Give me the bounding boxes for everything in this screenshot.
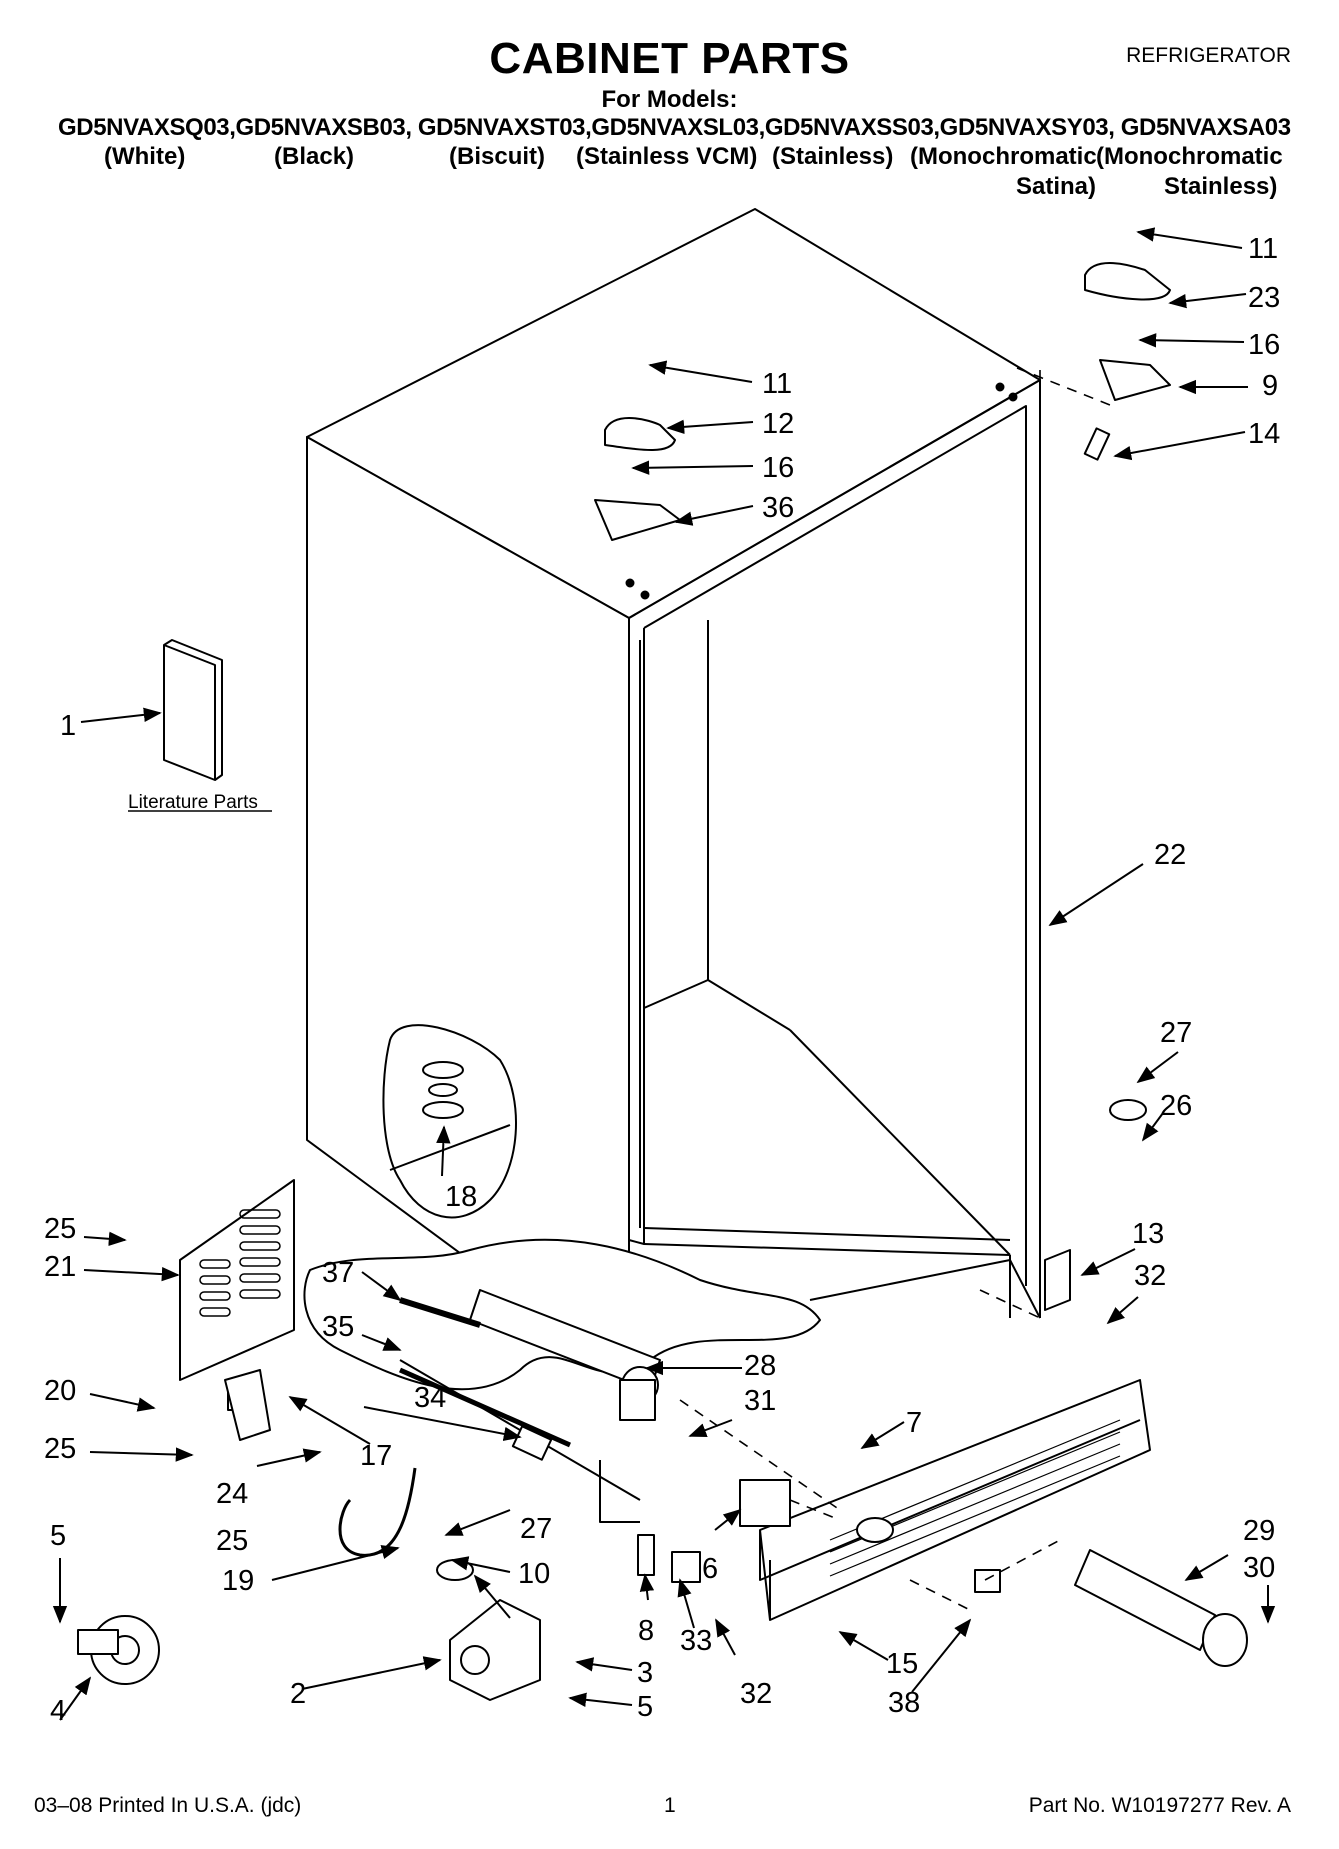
callout-26: 26 — [1160, 1090, 1192, 1122]
literature-booklet — [163, 639, 223, 781]
callout-13: 13 — [1132, 1218, 1164, 1250]
cap-38 — [974, 1569, 1001, 1593]
callout-11b: 11 — [762, 368, 792, 400]
variant-white: (White) — [104, 143, 186, 170]
rod-37 — [399, 1297, 481, 1328]
callout-25c: 25 — [216, 1525, 248, 1557]
callout-38: 38 — [888, 1687, 920, 1719]
variant-stainless-vcm: (Stainless VCM) — [576, 143, 758, 170]
variant-monochromatic-satina: (Monochromatic — [910, 143, 1097, 170]
callout-12: 12 — [762, 408, 794, 440]
bracket-33 — [671, 1551, 701, 1583]
block-34 — [511, 1425, 553, 1461]
bracket-13 — [1044, 1249, 1071, 1311]
callout-2: 2 — [290, 1678, 306, 1710]
callout-3: 3 — [637, 1657, 653, 1689]
callout-15: 15 — [886, 1648, 918, 1680]
page-number: 1 — [664, 1794, 676, 1817]
callout-35: 35 — [322, 1311, 354, 1343]
callout-14: 14 — [1248, 418, 1280, 450]
callout-10: 10 — [518, 1558, 550, 1590]
variant-satina-line2: Satina) — [1016, 173, 1097, 200]
filter-housing-assembly — [469, 1289, 661, 1421]
callout-24: 24 — [216, 1478, 248, 1510]
callout-25d: 25 — [2, 1, 4, 3]
roller-bracket — [449, 1599, 541, 1701]
callout-6: 6 — [702, 1553, 718, 1585]
page-title: CABINET PARTS — [489, 34, 850, 83]
callout-17: 17 — [360, 1440, 392, 1472]
callout-5a: 5 — [50, 1520, 66, 1552]
callout-27a: 27 — [1160, 1017, 1192, 1049]
part-number: Part No. W10197277 Rev. A — [1028, 1794, 1291, 1817]
callout-5b: 5 — [637, 1691, 653, 1723]
back-access-panel — [179, 1179, 295, 1381]
base-grille — [759, 1379, 1151, 1621]
bracket-24 — [224, 1369, 271, 1441]
callout-37: 37 — [322, 1257, 354, 1289]
callout-16a: 16 — [1248, 329, 1280, 361]
top-hinge-left — [594, 417, 681, 541]
variant-stainless: (Stainless) — [772, 143, 894, 170]
callout-9: 9 — [1262, 370, 1278, 402]
detail-bubble — [382, 1024, 517, 1219]
callout-32a: 32 — [1134, 1260, 1166, 1292]
callout-7: 7 — [906, 1407, 922, 1439]
callout-25b: 25 — [44, 1433, 76, 1465]
print-info: 03–08 Printed In U.S.A. (jdc) — [34, 1794, 302, 1817]
callout-33: 33 — [680, 1625, 712, 1657]
rod-35 — [398, 1367, 572, 1448]
callout-25a: 25 — [44, 1213, 76, 1245]
clip-14 — [1083, 427, 1111, 461]
callout-4: 4 — [50, 1695, 66, 1727]
callout-20: 20 — [44, 1375, 76, 1407]
callout-28: 28 — [744, 1350, 776, 1382]
literature-parts-label: Literature Parts — [128, 792, 258, 813]
callout-30: 30 — [1243, 1552, 1275, 1584]
top-hinge-right — [1084, 262, 1171, 401]
variant-monochromatic-stainless: (Monochromatic — [1096, 143, 1283, 170]
callout-1: 1 — [60, 710, 76, 742]
variant-black: (Black) — [274, 143, 355, 170]
callout-36: 36 — [762, 492, 794, 524]
callout-21: 21 — [44, 1251, 76, 1283]
roller-assembly — [77, 1615, 160, 1685]
callout-22: 22 — [1154, 839, 1186, 871]
models-list: GD5NVAXSQ03,GD5NVAXSB03, GD5NVAXST03,GD5… — [58, 114, 1291, 141]
water-tube — [338, 1467, 417, 1557]
clip-8 — [637, 1534, 655, 1576]
callout-32b: 32 — [740, 1678, 772, 1710]
callout-19: 19 — [222, 1565, 254, 1597]
callout-23: 23 — [1248, 282, 1280, 314]
callout-18: 18 — [445, 1181, 477, 1213]
callout-16b: 16 — [762, 452, 794, 484]
callout-27b: 27 — [520, 1513, 552, 1545]
variant-biscuit: (Biscuit) — [449, 143, 545, 170]
callout-34: 34 — [414, 1382, 446, 1414]
callout-29: 29 — [1243, 1515, 1275, 1547]
cutaway-lower — [303, 1238, 821, 1523]
category-label: REFRIGERATOR — [1126, 44, 1291, 67]
leveling-plate-26 — [1109, 1099, 1147, 1121]
for-models-label: For Models: — [601, 86, 738, 113]
variant-stainless-line2: Stainless) — [1164, 173, 1278, 200]
callout-11a: 11 — [1248, 233, 1278, 265]
callout-31: 31 — [744, 1385, 776, 1417]
water-filter-cartridge — [1074, 1549, 1248, 1667]
bracket-6 — [739, 1479, 791, 1527]
callout-8: 8 — [638, 1615, 654, 1647]
